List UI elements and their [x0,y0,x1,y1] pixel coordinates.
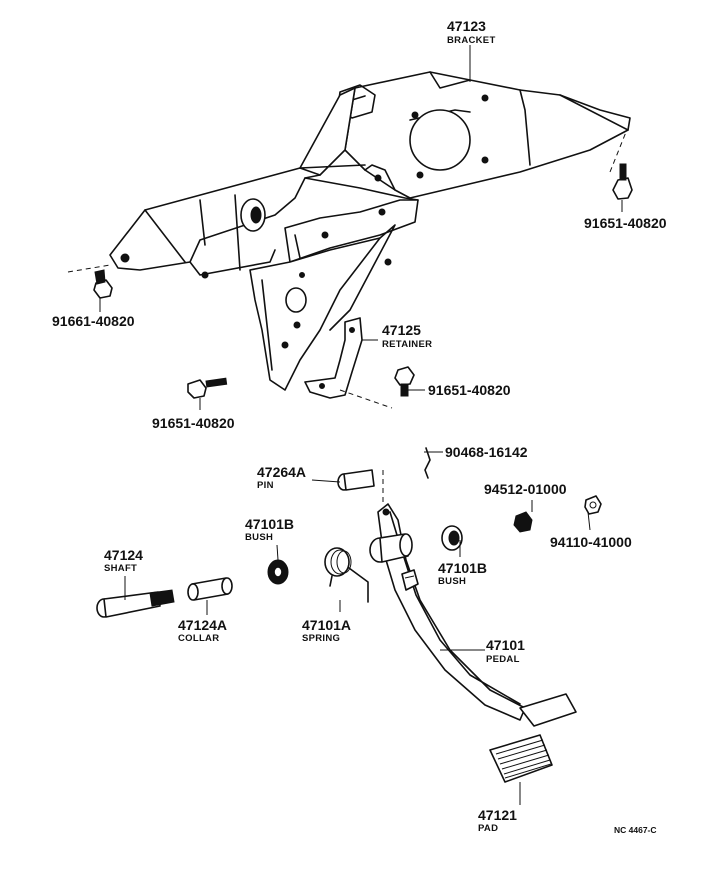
part-name-bush-left: BUSH [245,532,273,543]
bolt-right-drawing [612,163,633,200]
callout-bolt-low: 91651-40820 [152,415,235,431]
part-name-bush-right: BUSH [438,576,466,587]
part-name-spring: SPRING [302,633,340,644]
callout-pin: 47264A PIN [257,464,306,491]
part-number-bush-right: 47101B [438,560,487,576]
part-number-clip: 90468-16142 [445,444,528,460]
callout-pedal: 47101 PEDAL [486,637,525,665]
part-name-pedal: PEDAL [486,654,520,665]
reference-code: NC 4467-C [614,825,657,835]
bolt-left-drawing [93,269,113,299]
callout-bush-right: 47101B BUSH [438,560,487,587]
part-number-bolt-right: 91651-40820 [584,215,667,231]
bush-right-drawing [441,525,463,551]
callout-retainer: 47125 RETAINER [382,322,432,350]
callout-nut-a: 94512-01000 [484,481,567,497]
callout-pad: 47121 PAD [478,807,517,834]
part-number-pin: 47264A [257,464,306,480]
callout-nut-b: 94110-41000 [550,534,632,550]
part-number-collar: 47124A [178,617,227,633]
pedal-drawing [369,503,577,727]
part-number-retainer: 47125 [382,322,421,338]
part-name-retainer: RETAINER [382,339,432,350]
align-line-right [609,131,627,173]
part-number-shaft: 47124 [104,547,143,563]
part-number-bracket: 47123 [447,18,486,34]
part-number-bolt-low: 91651-40820 [152,415,235,431]
bolt-low-drawing [187,377,228,399]
pad-drawing [489,734,553,783]
collar-drawing [187,577,233,601]
part-number-nut-b: 94110-41000 [550,534,632,550]
retainer-drawing [304,317,363,399]
leader-lines [99,45,623,805]
callout-shaft: 47124 SHAFT [104,547,143,574]
bolt-mid-drawing [394,366,415,397]
callout-bracket: 47123 BRACKET [447,18,496,46]
part-number-nut-a: 94512-01000 [484,481,567,497]
part-number-bolt-mid: 91651-40820 [428,382,511,398]
part-number-bush-left: 47101B [245,516,294,532]
part-number-pad: 47121 [478,807,517,823]
spring-drawing [324,547,369,603]
callout-bolt-left: 91661-40820 [52,313,135,329]
part-name-collar: COLLAR [178,633,219,644]
part-number-bolt-left: 91661-40820 [52,313,135,329]
clip-drawing [424,447,432,479]
bracket-drawing [109,71,631,391]
nut-b-drawing [584,495,602,515]
callout-spring: 47101A SPRING [302,617,351,644]
callout-bolt-right: 91651-40820 [584,215,667,231]
callout-bush-left: 47101B BUSH [245,516,294,543]
part-name-pin: PIN [257,480,274,491]
shaft-drawing [96,589,175,618]
align-line-retainer [339,389,393,409]
nut-a-drawing [513,511,533,533]
part-number-pedal: 47101 [486,637,525,653]
callout-bolt-mid: 91651-40820 [428,382,511,398]
pin-drawing [337,469,375,491]
part-name-shaft: SHAFT [104,563,137,574]
part-number-spring: 47101A [302,617,351,633]
part-name-bracket: BRACKET [447,35,496,46]
callout-clip: 90468-16142 [445,444,528,460]
callout-collar: 47124A COLLAR [178,617,227,644]
align-line-left [67,264,111,273]
bush-left-drawing [267,559,289,585]
part-name-pad: PAD [478,823,498,834]
